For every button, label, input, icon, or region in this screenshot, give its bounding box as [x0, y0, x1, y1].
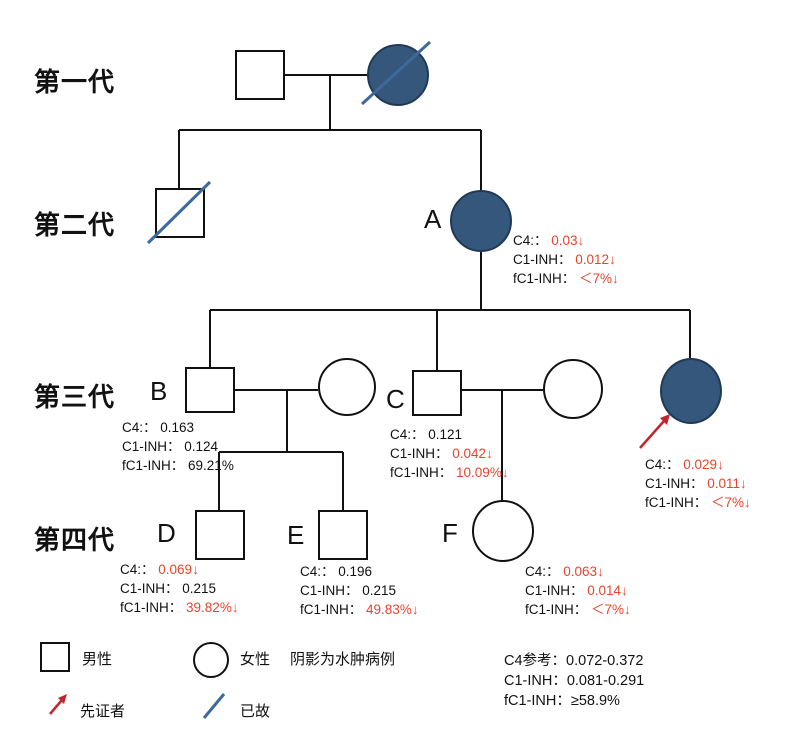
generation-2-label: 第二代	[34, 211, 116, 241]
person-a-letter: A	[424, 204, 442, 234]
legend-proband-label: 先证者	[80, 702, 126, 720]
person-d-labs: C4:： 0.069↓ C1-INH： 0.215 fC1-INH： 39.82…	[120, 562, 239, 615]
person-c-labs: C4:： 0.121 C1-INH： 0.042↓ fC1-INH： 10.09…	[390, 427, 509, 480]
person-e-letter: E	[287, 520, 305, 550]
person-d-male-square	[195, 510, 245, 560]
legend-male-label: 男性	[82, 650, 113, 668]
generation-1-label: 第一代	[34, 68, 116, 98]
legend-female-label: 女性	[240, 650, 271, 668]
reference-fc1inh: fC1-INH：≥58.9%	[504, 693, 620, 709]
person-b-letter: B	[150, 376, 168, 406]
reference-c4: C4参考：0.072-0.372	[504, 653, 644, 669]
person-c-letter: C	[386, 384, 405, 414]
person-d-letter: D	[157, 518, 176, 548]
person-a-labs: C4:： 0.03↓ C1-INH： 0.012↓ fC1-INH： ＜7%↓	[513, 233, 619, 286]
person-a-affected-circle	[450, 190, 512, 252]
generation-3-label: 第三代	[34, 383, 116, 413]
person-e-labs: C4:： 0.196 C1-INH： 0.215 fC1-INH： 49.83%…	[300, 564, 419, 617]
generation-4-label: 第四代	[34, 526, 116, 556]
legend-deceased-label: 已故	[240, 702, 271, 720]
reference-ranges: C4参考：0.072-0.372 C1-INH：0.081-0.291 fC1-…	[504, 651, 644, 711]
proband-labs: C4:： 0.029↓ C1-INH： 0.011↓ fC1-INH： ＜7%↓	[645, 457, 751, 510]
person-f-letter: F	[442, 518, 458, 548]
proband-affected-circle	[660, 358, 722, 424]
person-b-spouse-circle	[318, 358, 376, 416]
person-c-spouse-circle	[543, 359, 603, 419]
person-b-male-square	[185, 367, 235, 413]
person-f-female-circle	[472, 500, 534, 562]
gen1-male-square	[235, 50, 285, 100]
legend-shaded-label: 阴影为水肿病例	[290, 650, 396, 668]
person-f-labs: C4:： 0.063↓ C1-INH： 0.014↓ fC1-INH： ＜7%↓	[525, 564, 631, 617]
legend-male-square-icon	[40, 642, 70, 672]
reference-c1inh: C1-INH：0.081-0.291	[504, 673, 645, 689]
person-b-labs: C4:： 0.163 C1-INH： 0.124 fC1-INH： 69.21%	[122, 420, 234, 473]
person-c-male-square	[412, 370, 462, 416]
legend-female-circle-icon	[193, 642, 229, 678]
person-e-male-square	[318, 510, 368, 560]
